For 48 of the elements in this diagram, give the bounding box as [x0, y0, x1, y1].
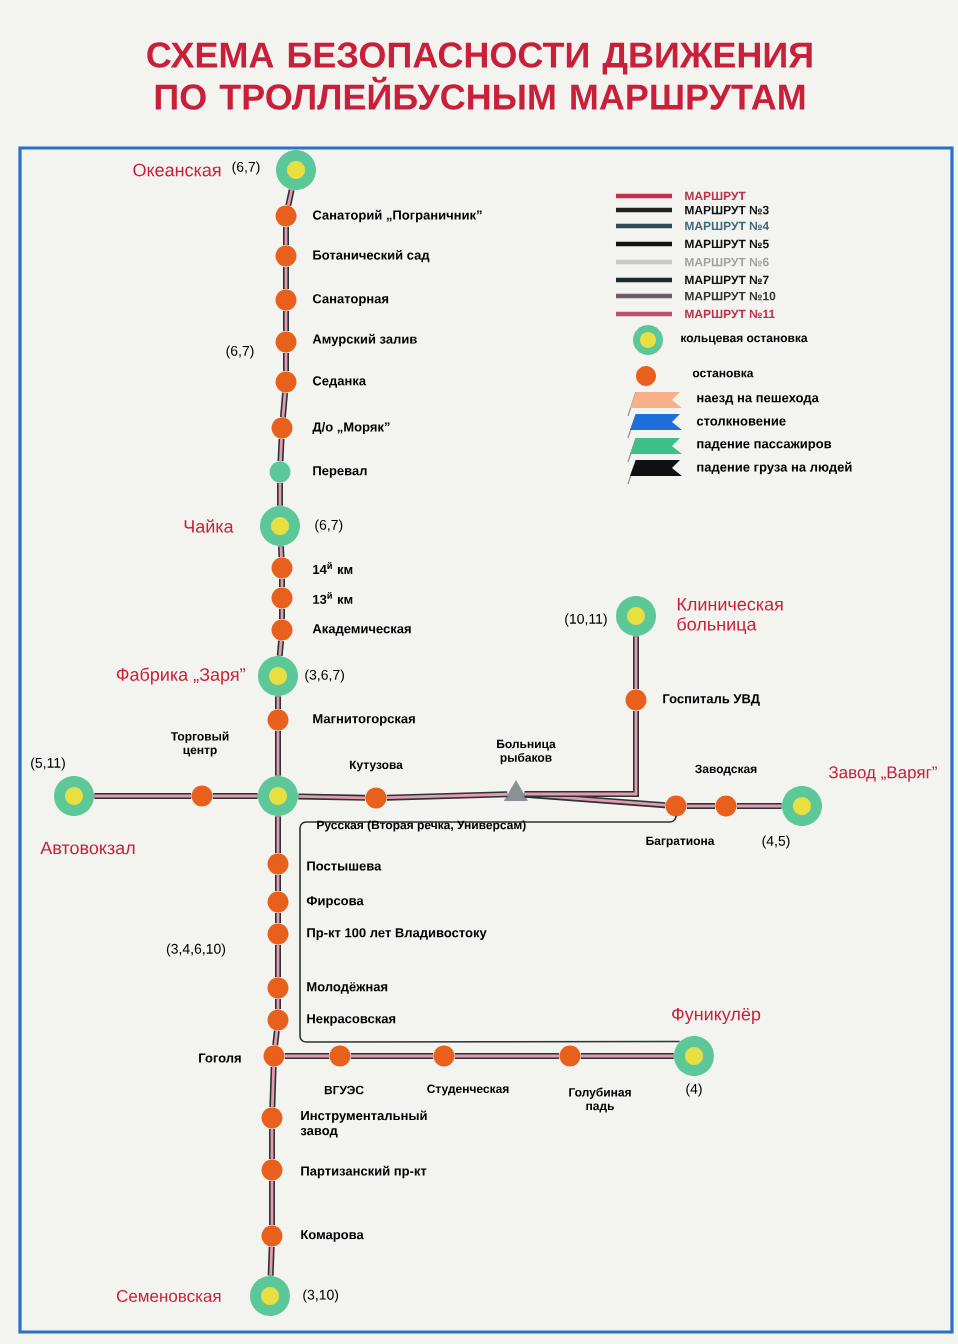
stop-name: Автовокзал [40, 841, 135, 855]
route-line [386, 791, 508, 801]
route-line [454, 1053, 560, 1059]
route-line [277, 438, 285, 462]
terminal-stop [258, 776, 298, 816]
route-line [299, 815, 681, 1043]
route-line [284, 1053, 330, 1059]
route-line [524, 791, 666, 809]
stop-name: Семеновская [116, 1290, 221, 1302]
title: СХЕМА БЕЗОПАСНОСТИ ДВИЖЕНИЯ ПО ТРОЛЛЕЙБУСНЫМ МАРШРУТАМ [147, 42, 812, 110]
route-line [275, 816, 281, 854]
route-line [285, 189, 295, 206]
stop-name: Океанская [133, 163, 221, 177]
route-line [269, 1128, 275, 1160]
route-line [275, 696, 281, 710]
route-line [269, 1180, 275, 1226]
route-line [275, 730, 281, 776]
route-line [275, 912, 281, 924]
route-line [283, 352, 289, 372]
route-line [275, 874, 281, 892]
stop-name: Фабрика „Заря” [116, 667, 245, 685]
stop-name: Завод „Варяг” [828, 766, 937, 782]
route-line [524, 710, 639, 797]
route-line [269, 1066, 277, 1108]
route-line [283, 226, 289, 246]
route-line [350, 1053, 434, 1059]
route-line [283, 310, 289, 332]
route-line [279, 392, 289, 418]
route-line [279, 578, 285, 588]
route-line [736, 803, 782, 809]
route-line [633, 636, 639, 690]
stop-name: Чайка [184, 519, 234, 533]
route-line [275, 944, 281, 978]
route-line [298, 793, 366, 801]
route-line [276, 640, 285, 656]
route-line [279, 608, 285, 620]
route-line [277, 482, 283, 506]
route-line [212, 793, 258, 799]
route-line [272, 1030, 280, 1046]
route-line [275, 998, 281, 1010]
route-line [283, 266, 289, 290]
route-line [267, 1246, 275, 1276]
route-line [277, 546, 285, 558]
stop-name: Клиническая больница [677, 598, 783, 634]
stop-name: Фуникулёр [672, 1007, 761, 1025]
route-line [94, 793, 192, 799]
route-line [580, 1053, 674, 1059]
route-line [686, 803, 716, 809]
